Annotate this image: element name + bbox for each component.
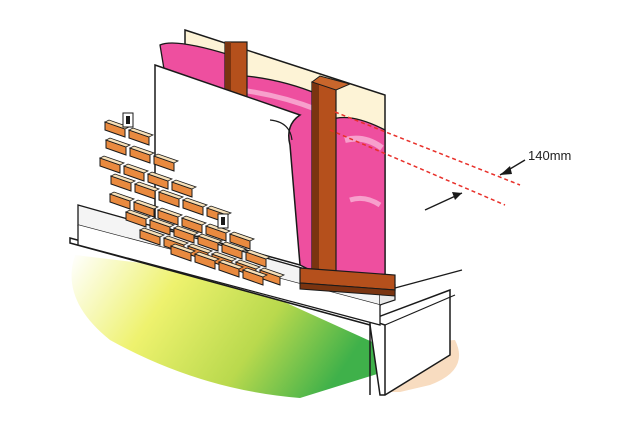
bottom-plate — [299, 267, 396, 297]
brick-top — [109, 173, 137, 184]
dimension-line-lower — [329, 129, 506, 206]
brick-top — [124, 209, 152, 220]
brick-top — [181, 197, 209, 208]
brick-top — [104, 137, 132, 148]
brick-top — [210, 251, 238, 262]
brick-top — [196, 233, 224, 244]
brick-top — [172, 225, 200, 236]
brick-top — [205, 205, 233, 216]
brick-top — [193, 251, 221, 262]
brick-top — [133, 181, 161, 192]
brick-top — [152, 153, 180, 164]
brick-top — [148, 217, 176, 228]
brick-top — [169, 243, 197, 254]
brick-top — [98, 155, 126, 166]
brick-top — [228, 231, 256, 242]
brick-top — [162, 235, 190, 246]
brick-top — [157, 189, 185, 200]
brick-ties — [122, 112, 229, 229]
brick-top — [127, 127, 155, 138]
brick-top — [258, 267, 286, 278]
ground — [71, 255, 391, 398]
brick-top — [244, 249, 272, 260]
brick-top — [138, 227, 166, 238]
brick-top — [217, 259, 245, 270]
brick-top — [156, 207, 184, 218]
dimension-indicator: 140mm — [329, 111, 571, 211]
dimension-label: 140mm — [528, 148, 571, 163]
brick-top — [180, 215, 208, 226]
brick-top — [241, 267, 269, 278]
brick-top — [220, 241, 248, 252]
brick-top — [146, 171, 174, 182]
concrete-slab — [69, 237, 463, 396]
brick-top — [234, 259, 262, 270]
arrowhead-upper — [500, 166, 512, 175]
brick-tie-top — [122, 112, 134, 128]
brick-top — [108, 191, 136, 202]
dimension-line-upper — [334, 111, 521, 186]
brick-top — [132, 199, 160, 210]
brick-top — [128, 145, 156, 156]
brick-tie-bottom — [217, 213, 229, 229]
brick-top — [170, 179, 198, 190]
arrowhead-lower — [452, 192, 462, 200]
brick-top — [186, 243, 214, 254]
brick-top — [122, 163, 150, 174]
